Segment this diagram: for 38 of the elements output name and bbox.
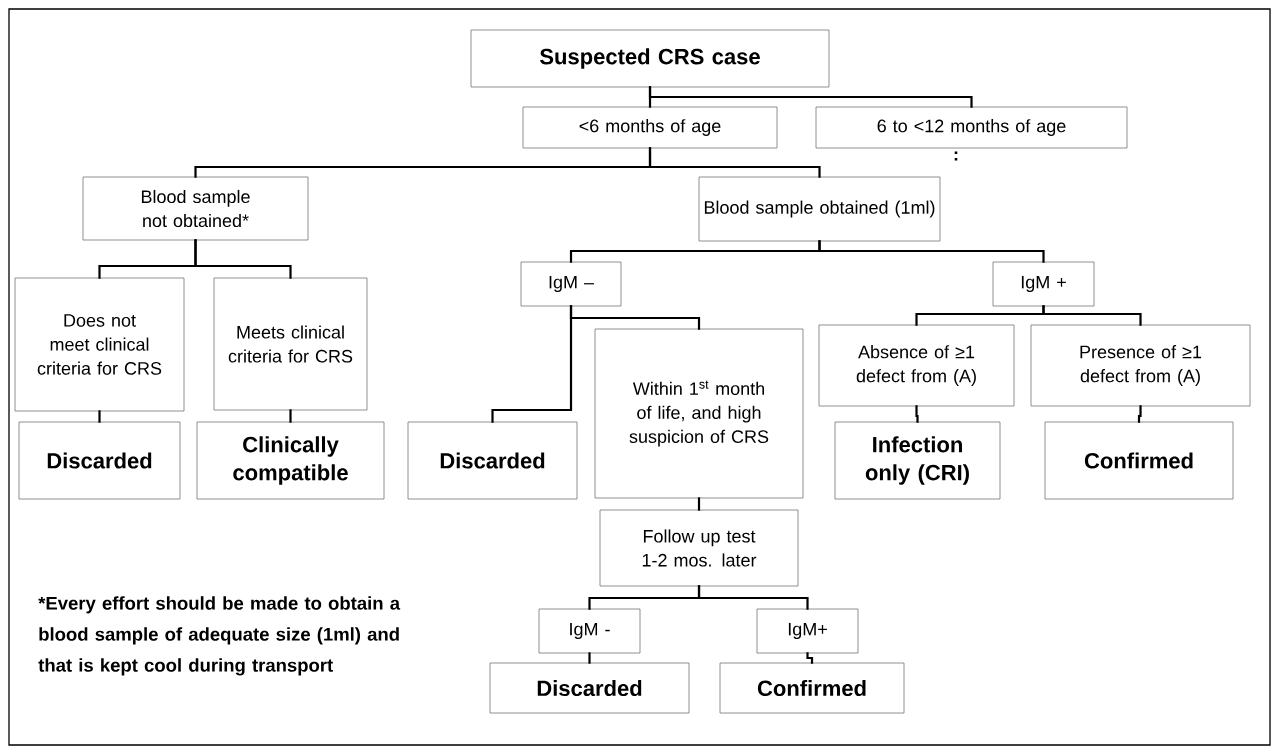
decision-box: IgM + [992,261,1095,307]
decision-box: <6 months of age [522,106,778,149]
outcome-box: Infection only (CRI) [834,421,1001,500]
connector-line [289,409,292,423]
outcome-box: Confirmed [1044,421,1234,500]
connector-line [806,652,814,664]
connector-line [697,585,809,610]
decision-box: Blood sample not obtained* [82,176,309,241]
decision-box: Presence of ≥1 defect from (A) [1030,324,1251,407]
decision-box: IgM+ [756,608,859,654]
decision-box: 6 to <12 months of age [815,106,1128,149]
connector-line [569,305,701,330]
connector-line [915,405,919,423]
footnote: *Every effort should be made to obtain a blood sample of adequate size (1ml) and that is kept cool during transport [38,596,401,676]
connector-line [1137,405,1142,423]
title-box: Suspected CRS case [470,29,830,88]
connector-line [1042,305,1142,326]
decision-box: Follow up test 1-2 mos. later [599,509,799,587]
decision-box: Absence of ≥1 defect from (A) [818,324,1015,407]
connector-line [697,497,701,511]
connector-line [194,239,292,279]
connector-line [648,147,821,178]
colon-mark: : [954,151,958,161]
outcome-box: Discarded [407,421,578,500]
outcome-box: Clinically compatible [196,421,385,500]
decision-box: Does not meet clinical criteria for CRS [14,277,185,412]
decision-box: IgM - [538,608,641,654]
decision-box: Blood sample obtained (1ml) [698,176,941,242]
connector-line [648,86,973,108]
outcome-box: Confirmed [719,662,905,714]
outcome-box: Discarded [489,662,690,714]
decision-box: Meets clinical criteria for CRS [213,277,368,411]
outcome-box: Discarded [18,421,181,500]
connector-line [818,240,1045,263]
decision-box: Within 1$^{st}$ month of life, and high suspicion of CRS [594,328,804,499]
decision-box: IgM – [520,261,622,307]
connector-line [588,652,591,664]
connector-line [98,410,101,423]
